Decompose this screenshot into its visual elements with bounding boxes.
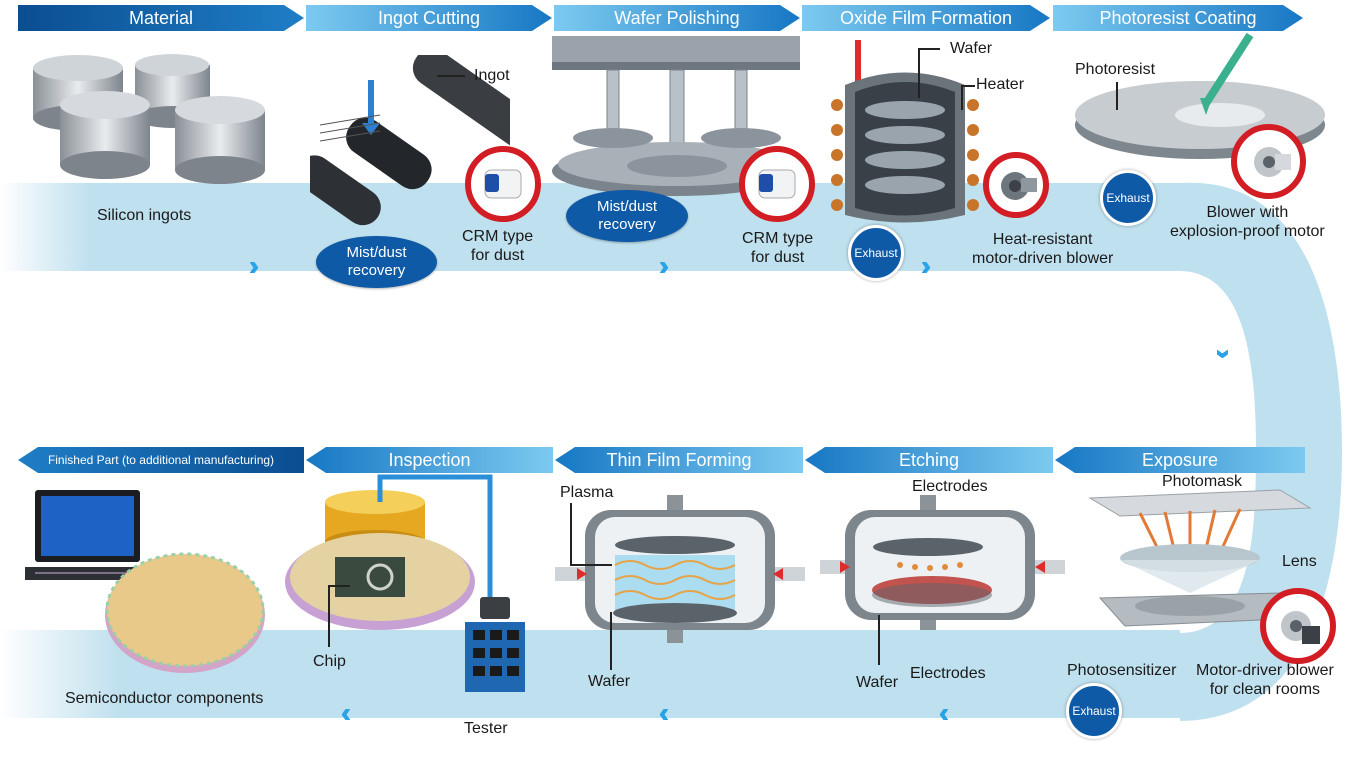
dust-collector-icon [758,169,796,199]
inspection-illustration [285,474,525,692]
blower-icon [1254,147,1291,177]
step-wafer-polishing-label: Wafer Polishing [614,8,740,28]
step-exposure-label: Exposure [1141,450,1219,470]
oxide-furnace-illustration [831,40,979,223]
step-thin-film-label: Thin Film Forming [606,450,752,470]
step-wafer-polishing: Wafer Polishing [554,5,800,31]
lens-label: Lens [1282,553,1317,570]
photoresist-leader [1116,82,1118,110]
wafer-etch-leader [878,615,880,665]
clean-room-blower-label: Motor-driver blower for clean rooms [1196,662,1334,698]
mist-dust-recovery-1: Mist/dust recovery [316,236,437,288]
heater-label: Heater [976,76,1025,93]
ingot-label: Ingot [474,67,510,84]
step-ingot-cutting-label: Ingot Cutting [377,8,481,28]
step-exposure: Exposure [1055,447,1305,473]
etching-chamber-illustration [820,495,1065,630]
wafer-thin-leader [610,612,612,670]
step-etching-label: Etching [898,450,960,470]
step-photoresist-label: Photoresist Coating [1099,8,1257,28]
wafer-oxide-label: Wafer [950,40,993,57]
chip-leader-h [328,585,350,587]
ingot-cutting-illustration [310,55,510,226]
plasma-leader-h [570,564,612,566]
exhaust-2: Exhaust [1100,170,1156,226]
dust-collector-icon [484,169,522,199]
heater-leader [961,85,963,110]
plasma-label: Plasma [560,484,614,501]
heat-resistant-blower [983,152,1049,218]
electrodes-bottom-label: Electrodes [910,665,986,682]
silicon-ingots-illustration [33,54,265,184]
crm-dust-label-2: CRM type for dust [742,230,814,266]
electrodes-top-label: Electrodes [912,478,988,495]
heater-leader-h [961,85,975,87]
step-photoresist-coating: Photoresist Coating [1053,5,1303,31]
step-finished-label: Finished Part (to additional manufacturi… [47,453,275,467]
photoresist-label: Photoresist [1075,61,1156,78]
step-oxide-film: Oxide Film Formation [802,5,1050,31]
heat-blower-label: Heat-resistant motor-driven blower [972,231,1114,267]
chip-leader [328,585,330,647]
step-inspection: Inspection [306,447,553,473]
exhaust-3: Exhaust [1066,683,1122,739]
photomask-label: Photomask [1162,473,1243,490]
tester-label: Tester [464,720,508,737]
semiconductor-label: Semiconductor components [65,690,264,707]
step-etching: Etching [805,447,1053,473]
photosensitizer-label: Photosensitizer [1067,662,1177,679]
wafer-oxide-leader [918,48,920,98]
chip-label: Chip [313,653,346,670]
wafer-thin-label: Wafer [588,673,631,690]
blower-icon [1281,611,1320,644]
crm-dust-collector-2 [739,146,815,222]
blower-icon [1001,172,1037,200]
exhaust-1: Exhaust [848,225,904,281]
step-oxide-film-label: Oxide Film Formation [839,8,1013,28]
silicon-ingots-label: Silicon ingots [97,207,192,224]
clean-room-blower [1260,588,1336,664]
semiconductor-components-illustration [25,490,265,673]
plasma-leader [570,503,572,565]
mist-dust-recovery-2: Mist/dust recovery [566,190,688,242]
ingot-leader [437,75,465,77]
step-ingot-cutting: Ingot Cutting [306,5,552,31]
step-material-label: Material [128,8,194,28]
step-inspection-label: Inspection [388,450,471,470]
explosion-proof-blower [1231,124,1306,199]
step-thin-film: Thin Film Forming [555,447,803,473]
step-material: Material [18,5,304,31]
thin-film-chamber-illustration [555,495,805,643]
wafer-oxide-leader-h [918,48,940,50]
wafer-polishing-illustration [552,36,800,196]
step-finished: Finished Part (to additional manufacturi… [18,447,304,473]
crm-dust-collector-1 [465,146,541,222]
crm-dust-label-1: CRM type for dust [462,228,534,264]
exposure-illustration [1088,489,1312,627]
wafer-etch-label: Wafer [856,674,899,691]
explosion-blower-label: Blower with explosion-proof motor [1170,204,1325,240]
